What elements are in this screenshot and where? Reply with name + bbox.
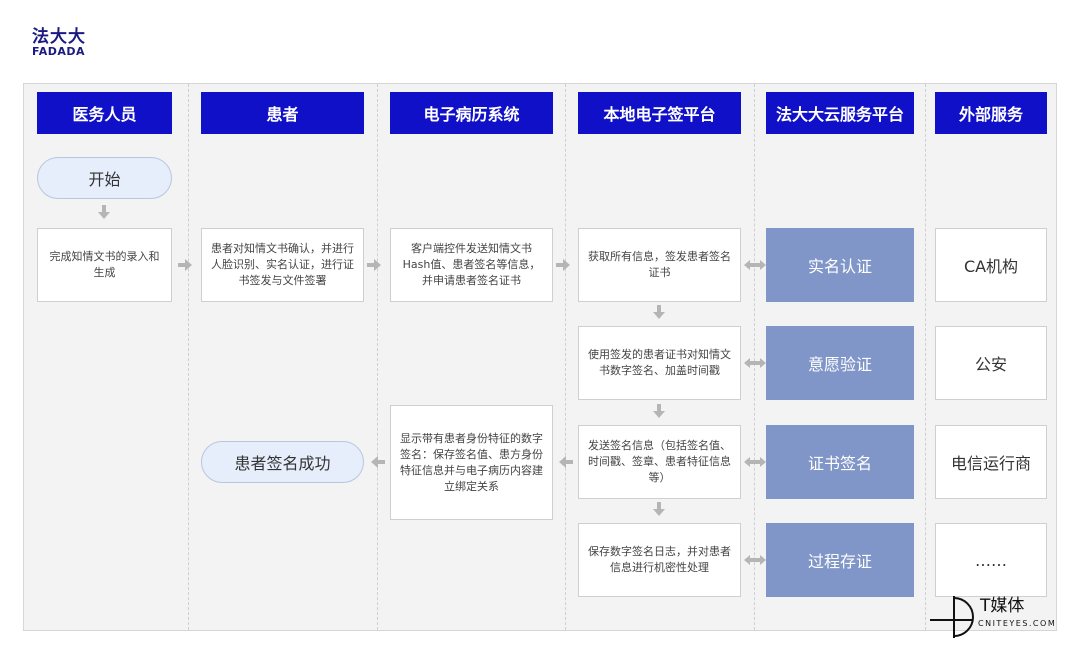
lane-header-external: 外部服务	[935, 92, 1047, 134]
arrow-down	[653, 305, 665, 319]
lane-divider	[754, 84, 755, 630]
lane-header-patient: 患者	[201, 92, 364, 134]
local-send-signature-box: 发送签名信息（包括签名值、时间戳、签章、患者特征信息等）	[578, 425, 741, 499]
lane-divider	[377, 84, 378, 630]
local-issue-cert-box: 获取所有信息，签发患者签名证书	[578, 228, 741, 302]
external-ca: CA机构	[935, 228, 1047, 302]
watermark-title: T媒体	[980, 596, 1025, 616]
lane-header-fadada-cloud: 法大大云服务平台	[766, 92, 914, 134]
local-save-log-box: 保存数字签名日志，并对患者信息进行机密性处理	[578, 523, 741, 597]
doctor-task-box: 完成知情文书的录入和生成	[37, 228, 172, 302]
arrow-left	[371, 456, 385, 468]
arrow-right	[556, 259, 570, 271]
logo-text-cn: 法大大	[32, 27, 86, 47]
arrow-down	[653, 502, 665, 516]
arrow-down	[653, 404, 665, 418]
arrow-left	[559, 456, 573, 468]
emr-send-box: 客户端控件发送知情文书Hash值、患者签名等信息，并申请患者签名证书	[390, 228, 553, 302]
arrow-bidirectional	[744, 260, 766, 270]
emr-display-signature-box: 显示带有患者身份特征的数字签名：保存签名值、患方身份特征信息并与电子病历内容建立…	[390, 405, 553, 520]
arrow-right	[367, 259, 381, 271]
arrow-right	[178, 259, 192, 271]
cloud-evidence: 过程存证	[766, 523, 914, 597]
cloud-real-name-auth: 实名认证	[766, 228, 914, 302]
watermark-subtitle: CNITEYES.COM	[978, 619, 1057, 628]
fadada-logo: 法大大 FADADA	[32, 28, 102, 62]
local-sign-timestamp-box: 使用签发的患者证书对知情文书数字签名、加盖时间戳	[578, 326, 741, 400]
arrow-bidirectional	[744, 457, 766, 467]
external-police: 公安	[935, 326, 1047, 400]
cloud-cert-sign: 证书签名	[766, 425, 914, 499]
lane-header-medical-staff: 医务人员	[37, 92, 172, 134]
arrow-bidirectional	[744, 555, 766, 565]
arrow-down	[98, 205, 110, 219]
lane-divider	[565, 84, 566, 630]
cloud-intent-verify: 意愿验证	[766, 326, 914, 400]
arrow-bidirectional	[744, 358, 766, 368]
lane-divider	[188, 84, 189, 630]
patient-task-box: 患者对知情文书确认，并进行人脸识别、实名认证，进行证书签发与文件签署	[201, 228, 364, 302]
external-more: ……	[935, 523, 1047, 597]
start-node: 开始	[37, 157, 172, 199]
lane-header-emr-system: 电子病历系统	[390, 92, 553, 134]
lane-divider	[925, 84, 926, 630]
lane-header-local-esign: 本地电子签平台	[578, 92, 741, 134]
watermark: T媒体 CNITEYES.COM	[928, 592, 1078, 642]
end-node: 患者签名成功	[201, 441, 364, 483]
external-telecom: 电信运行商	[935, 425, 1047, 499]
logo-text-en: FADADA	[32, 45, 86, 58]
watermark-logo-icon	[930, 596, 974, 638]
